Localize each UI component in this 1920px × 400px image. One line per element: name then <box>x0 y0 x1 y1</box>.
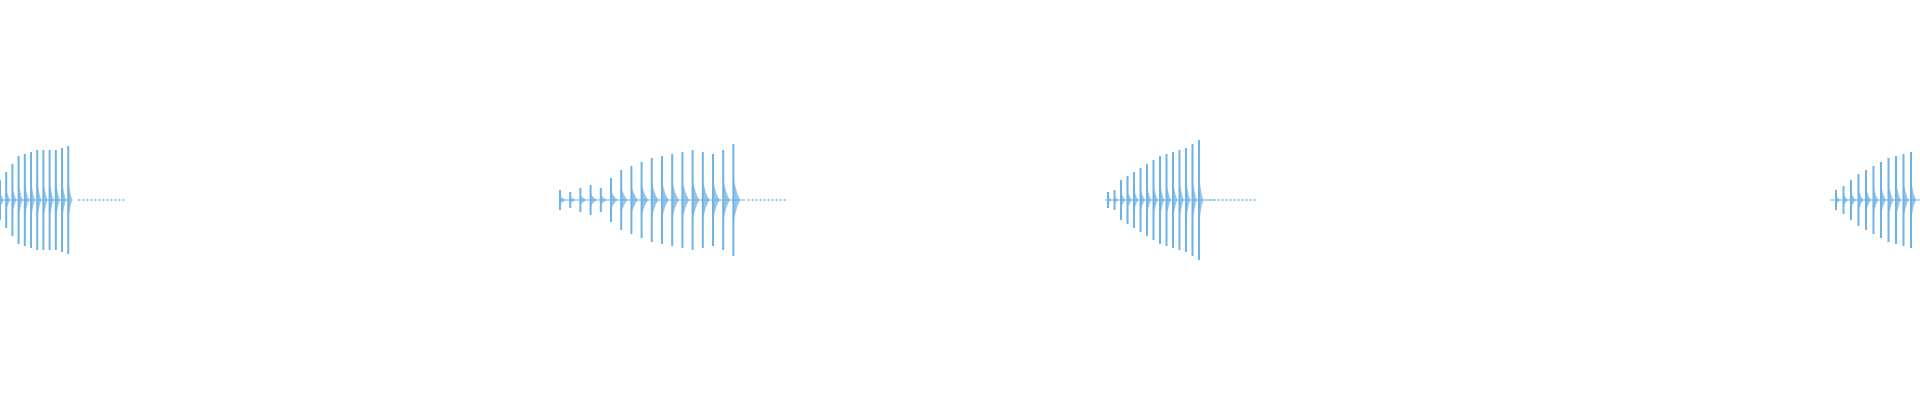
waveform-tail-dot <box>114 199 117 201</box>
waveform-decay <box>1199 173 1204 227</box>
waveform-decay <box>1858 188 1864 212</box>
waveform-decay <box>1173 178 1178 222</box>
waveform-decay <box>733 174 741 226</box>
waveform-tail-dot <box>783 199 786 201</box>
waveform-tail-dot <box>1253 199 1256 201</box>
waveform-decay <box>12 183 17 217</box>
waveform-tail-dot <box>1249 199 1252 201</box>
waveform-decay <box>1140 185 1146 215</box>
waveform-decay <box>68 175 73 225</box>
waveform-tail-dot <box>94 199 97 201</box>
waveform-decay <box>43 177 48 223</box>
waveform-decay <box>1147 183 1152 217</box>
waveform-decay <box>31 178 36 222</box>
waveform-decay <box>1843 193 1849 207</box>
waveform-decay <box>1160 180 1165 220</box>
waveform-decay <box>672 179 680 221</box>
waveform-decay <box>1851 191 1857 209</box>
waveform-decay <box>1866 186 1872 214</box>
waveform-tail-dot <box>755 199 758 201</box>
waveform-tail-dot <box>118 199 121 201</box>
waveform-decay <box>1121 191 1126 209</box>
waveform-tail-dot <box>1217 199 1220 201</box>
waveform-tail-dot <box>771 199 774 201</box>
waveform-decay <box>1114 195 1120 205</box>
waveform-tail-dot <box>102 199 105 201</box>
waveform-decay <box>1896 180 1902 220</box>
waveform-decay <box>1836 195 1842 205</box>
waveform-tail-dot <box>1233 199 1236 201</box>
waveform-tail-dot <box>78 199 81 201</box>
waveform-decay <box>1108 196 1113 204</box>
waveform-decay <box>682 178 690 222</box>
waveform-decay <box>723 177 731 223</box>
waveform-decay <box>1911 178 1917 222</box>
waveform-decay <box>1192 174 1198 226</box>
waveform-tail-dot <box>1221 199 1224 201</box>
waveform-tail-dot <box>1237 199 1240 201</box>
waveform-tail-dot <box>1225 199 1228 201</box>
waveform-decay <box>1873 184 1879 216</box>
waveform-decay <box>0 191 5 209</box>
waveform-decay <box>1179 177 1185 223</box>
waveform-decay <box>37 177 42 223</box>
waveform-decay <box>631 184 639 216</box>
waveform-decay <box>1134 187 1139 213</box>
waveform-decay <box>702 178 710 222</box>
waveform-tail-dot <box>98 199 101 201</box>
waveform-decay <box>1186 176 1191 224</box>
waveform-decay <box>570 196 578 204</box>
waveform-tail-dot <box>106 199 109 201</box>
waveform-decay <box>1881 182 1887 218</box>
waveform-tail-dot <box>1209 199 1212 201</box>
waveform-decay <box>18 180 23 220</box>
waveform-decay <box>1903 179 1909 221</box>
waveform-decay <box>1166 179 1172 221</box>
waveform-decay <box>24 179 30 221</box>
waveform-decay <box>560 195 568 205</box>
waveform-decay <box>692 177 700 223</box>
waveform-tail-dot <box>1241 199 1244 201</box>
waveform-decay <box>6 187 11 213</box>
waveform-tail-dot <box>779 199 782 201</box>
waveform-tail-dot <box>767 199 770 201</box>
waveform-tail-dot <box>763 199 766 201</box>
waveform-tail-dot <box>122 199 125 201</box>
waveform-decay <box>641 182 649 218</box>
waveform-tail-dot <box>86 199 89 201</box>
waveform-decay <box>49 177 54 223</box>
waveform-decay <box>62 176 67 224</box>
waveform-tail-dot <box>751 199 754 201</box>
waveform-decay <box>662 180 670 220</box>
waveform-tail-dot <box>1229 199 1232 201</box>
waveform-tail-dot <box>775 199 778 201</box>
waveform-peaks <box>0 140 1917 260</box>
waveform-decay <box>713 179 721 221</box>
waveform-decay <box>1127 189 1133 211</box>
waveform-tail-dot <box>1245 199 1248 201</box>
waveform-decay <box>651 181 659 219</box>
waveform-decay <box>590 193 598 207</box>
waveform-tail-dot <box>747 199 750 201</box>
waveform-tail-dot <box>110 199 113 201</box>
waveform-decay <box>611 190 619 210</box>
waveform-tail-dot <box>759 199 762 201</box>
waveform-decay <box>1888 181 1894 219</box>
waveform-tail-dot <box>1213 199 1216 201</box>
waveform-decay <box>1153 182 1159 218</box>
waveform-tail-dot <box>82 199 85 201</box>
waveform-tail-dot <box>90 199 93 201</box>
waveform-decay <box>600 194 608 206</box>
waveform-decay <box>55 177 61 223</box>
waveform-decay <box>580 194 588 206</box>
waveform-decay <box>621 186 629 214</box>
